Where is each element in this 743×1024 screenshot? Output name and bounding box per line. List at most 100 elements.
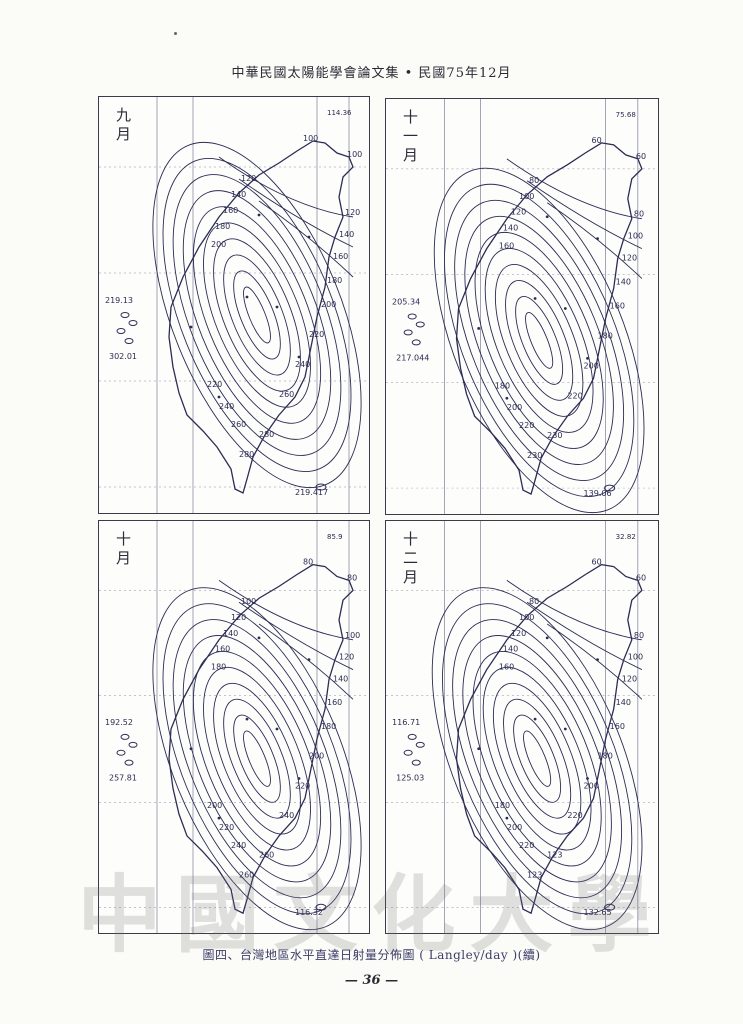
contour-label: 280 xyxy=(259,430,274,439)
isoline xyxy=(162,603,352,915)
isoline xyxy=(172,174,342,456)
station-value: 219.13 xyxy=(105,296,133,305)
contour-label: 200 xyxy=(211,240,226,249)
contour-map: 8010012014016018020022024026080100120140… xyxy=(99,521,369,933)
station-dot xyxy=(307,658,311,662)
penghu-island xyxy=(116,328,126,334)
penghu-island xyxy=(128,320,138,326)
isoline xyxy=(494,264,584,417)
isoline xyxy=(484,247,594,433)
contour-label: 100 xyxy=(345,631,360,640)
isoline xyxy=(162,158,352,472)
contour-label: 180 xyxy=(327,276,342,285)
isoline xyxy=(433,167,645,514)
contour-label: 160 xyxy=(215,645,230,654)
contour-label: 180 xyxy=(598,752,613,761)
isoline xyxy=(243,730,271,787)
contour-label: 200 xyxy=(583,781,598,790)
contour-label: 80 xyxy=(347,573,357,582)
station-value: 132.65 xyxy=(583,908,611,917)
page-header: 中華民國太陽能學會論文集 • 民國75年12月 xyxy=(231,66,512,81)
isoline xyxy=(233,270,281,360)
contour-label: 200 xyxy=(207,801,222,810)
isoline xyxy=(223,698,291,819)
isoline xyxy=(546,623,643,700)
month-label: 十月 xyxy=(114,531,132,569)
station-dot xyxy=(217,816,221,820)
isoline xyxy=(243,286,271,344)
station-dot xyxy=(257,213,261,217)
station-dot xyxy=(545,215,549,219)
penghu-island xyxy=(124,338,134,344)
station-dot xyxy=(307,235,311,239)
penghu-island xyxy=(403,749,413,756)
penghu-island xyxy=(415,321,425,328)
contour-label: 120 xyxy=(622,254,637,263)
isoline xyxy=(441,603,633,915)
station-dot xyxy=(477,747,481,751)
lanyu-island xyxy=(604,903,616,911)
station-value: 85.9 xyxy=(327,533,343,541)
station-dot xyxy=(297,777,301,780)
contour-label: 60 xyxy=(636,573,646,582)
contour-label: 260 xyxy=(259,851,274,860)
figure-caption: 圖四、台灣地區水平直達日射量分佈圖 ( Langley/day )(續) xyxy=(202,948,541,962)
contour-label: 120 xyxy=(241,174,256,183)
isoline xyxy=(258,200,354,278)
station-dot xyxy=(245,717,249,721)
contour-label: 200 xyxy=(507,403,522,412)
isoline xyxy=(218,580,354,641)
month-label: 十二月 xyxy=(401,531,419,588)
station-dot xyxy=(217,395,221,399)
isoline xyxy=(223,254,291,376)
isoline xyxy=(546,202,643,279)
station-value: 75.68 xyxy=(616,110,636,119)
station-dot xyxy=(505,816,509,820)
isoline xyxy=(218,156,354,218)
contour-label: 140 xyxy=(503,645,518,654)
isoline xyxy=(492,682,582,835)
penghu-island xyxy=(407,733,417,740)
contour-label: 160 xyxy=(223,206,238,215)
isoline xyxy=(182,635,332,883)
contour-label: 123 xyxy=(547,851,562,860)
contour-label: 160 xyxy=(610,302,625,311)
contour-label: 260 xyxy=(279,390,294,399)
station-dot xyxy=(563,307,567,310)
contour-label: 140 xyxy=(339,230,354,239)
contour-label: 123 xyxy=(527,871,542,880)
contour-label: 160 xyxy=(610,722,625,731)
contour-label: 240 xyxy=(231,841,246,850)
isoline xyxy=(513,714,562,803)
contour-label: 230 xyxy=(547,431,562,440)
contour-label: 140 xyxy=(231,190,246,199)
contour-label: 140 xyxy=(223,629,238,638)
isoline xyxy=(462,635,612,883)
contour-map: 1001201401601802002202402602801001201401… xyxy=(99,97,369,513)
isoline xyxy=(152,587,362,931)
contour-label: 100 xyxy=(628,232,643,241)
contour-label: 100 xyxy=(303,134,318,143)
isoline xyxy=(192,650,322,867)
contour-label: 180 xyxy=(495,801,510,810)
isoline xyxy=(526,601,643,670)
penghu-island xyxy=(124,759,134,766)
station-value: 32.82 xyxy=(616,533,636,541)
station-value: 205.34 xyxy=(392,298,420,307)
station-dot xyxy=(596,237,599,241)
month-label: 九月 xyxy=(114,107,132,145)
contour-label: 280 xyxy=(239,450,254,459)
contour-label: 220 xyxy=(567,811,582,820)
contour-label: 180 xyxy=(598,331,613,340)
station-dot xyxy=(257,636,261,640)
station-dot xyxy=(275,305,279,309)
station-value: 139.06 xyxy=(583,489,611,498)
penghu-island xyxy=(403,329,413,336)
station-dot xyxy=(586,356,589,360)
page-number: — 36 — xyxy=(344,973,399,988)
penghu-island xyxy=(407,313,417,320)
isoline xyxy=(515,296,564,385)
